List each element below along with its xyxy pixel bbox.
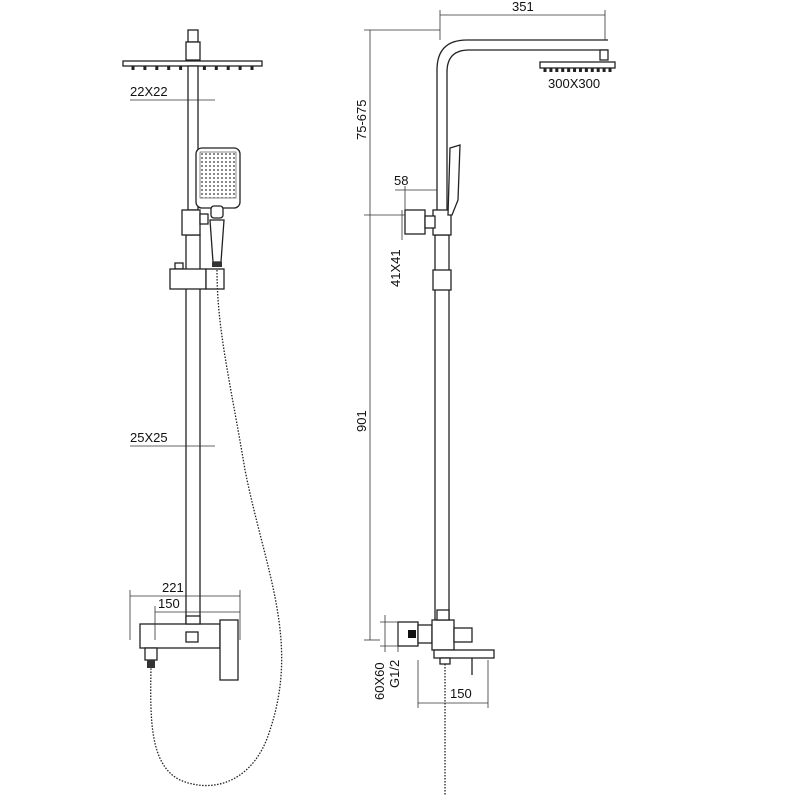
mixer xyxy=(139,615,239,681)
dim-label-150-side: 150 xyxy=(450,686,472,701)
front-view: 22X22 25X25 221 150 xyxy=(122,29,283,787)
pipe-joint xyxy=(181,209,201,236)
dim-label-g1-2: G1/2 xyxy=(387,660,402,688)
wall-bracket xyxy=(404,209,436,235)
side-mixer xyxy=(397,609,495,675)
nozzle xyxy=(596,68,600,72)
dim-label-351: 351 xyxy=(512,0,534,14)
dimension-height: 75-675 901 xyxy=(354,29,440,641)
shower-arm xyxy=(436,39,608,210)
nozzle xyxy=(238,66,242,70)
hand-shower-side xyxy=(447,144,461,216)
dim-label-901: 901 xyxy=(354,410,369,432)
dimension-58: 58 xyxy=(394,173,437,210)
dim-label-221: 221 xyxy=(162,580,184,595)
dim-label-22x22: 22X22 xyxy=(130,84,168,99)
dimension-25x25: 25X25 xyxy=(130,430,215,447)
nozzle xyxy=(602,68,606,72)
dim-label-150-front: 150 xyxy=(158,596,180,611)
hand-shower xyxy=(195,147,241,267)
nozzle xyxy=(578,68,582,72)
side-view: 351 300X300 75-675 901 58 41X41 60X60 G1… xyxy=(354,0,616,795)
nozzle xyxy=(561,68,565,72)
side-lower-pipe xyxy=(434,234,450,626)
nozzle xyxy=(567,68,571,72)
dim-label-60x60: 60X60 xyxy=(372,662,387,700)
dim-label-75-675: 75-675 xyxy=(354,100,369,140)
rain-shower-head-side xyxy=(539,61,616,72)
lower-pipe xyxy=(185,234,201,626)
nozzle xyxy=(155,66,159,70)
nozzle xyxy=(179,66,183,70)
nozzle xyxy=(202,66,206,70)
dim-label-25x25: 25X25 xyxy=(130,430,168,445)
nozzle xyxy=(555,68,559,72)
nozzle xyxy=(608,68,612,72)
dimension-41x41: 41X41 xyxy=(388,210,403,287)
nozzle xyxy=(573,68,577,72)
nozzle xyxy=(543,68,547,72)
dimension-150-side: 150 xyxy=(417,660,489,708)
nozzle xyxy=(131,66,135,70)
nozzle xyxy=(549,68,553,72)
nozzle xyxy=(584,68,588,72)
dim-label-41x41: 41X41 xyxy=(388,249,403,287)
dim-label-300x300: 300X300 xyxy=(548,76,600,91)
nozzle xyxy=(143,66,147,70)
dimension-150-front: 150 xyxy=(154,596,240,640)
rain-shower-head xyxy=(122,29,263,70)
nozzle xyxy=(250,66,254,70)
dimension-351: 351 xyxy=(439,0,606,40)
side-slider xyxy=(432,269,452,291)
nozzle xyxy=(590,68,594,72)
dimension-60x60: 60X60 G1/2 xyxy=(372,615,402,700)
dimension-22x22: 22X22 xyxy=(130,84,215,101)
dim-label-58: 58 xyxy=(394,173,408,188)
nozzle xyxy=(167,66,171,70)
nozzle xyxy=(226,66,230,70)
dimension-221: 221 xyxy=(129,580,241,640)
hose xyxy=(150,269,283,787)
slide-bar-holder xyxy=(169,262,225,290)
nozzle xyxy=(214,66,218,70)
